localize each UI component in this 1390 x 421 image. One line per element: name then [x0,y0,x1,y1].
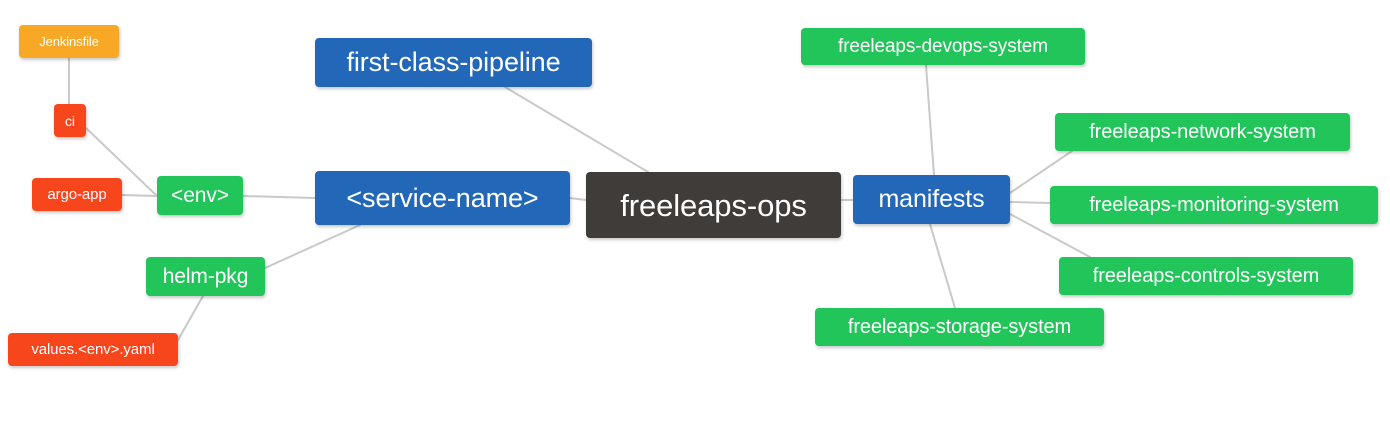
node-label-argo-app: argo-app [47,186,107,203]
node-manifests[interactable]: manifests [853,175,1010,224]
node-service-name[interactable]: <service-name> [315,171,570,225]
node-label-ci: ci [65,112,75,129]
edge-argo-app-to-env [121,194,158,197]
node-ci[interactable]: ci [54,104,86,137]
edge-manifests-to-freeleaps-monitoring-system [1009,201,1051,204]
node-freeleaps-devops-system[interactable]: freeleaps-devops-system [801,28,1085,65]
node-helm-pkg[interactable]: helm-pkg [146,257,265,296]
edge-values-yaml-to-helm-pkg [177,295,204,341]
node-jenkinsfile[interactable]: Jenkinsfile [19,25,119,58]
node-env[interactable]: <env> [157,176,243,215]
edge-manifests-to-freeleaps-storage-system [929,223,956,309]
edge-env-to-service-name [242,195,316,199]
node-label-values-yaml: values.<env>.yaml [31,341,155,358]
node-label-env: <env> [171,184,229,207]
node-label-freeleaps-monitoring-system: freeleaps-monitoring-system [1089,194,1339,216]
node-label-service-name: <service-name> [346,182,539,213]
node-label-freeleaps-network-system: freeleaps-network-system [1089,121,1316,143]
edge-first-class-pipeline-to-freeleaps-ops [504,86,649,173]
node-label-jenkinsfile: Jenkinsfile [39,34,99,49]
node-label-freeleaps-controls-system: freeleaps-controls-system [1092,265,1320,287]
node-freeleaps-network-system[interactable]: freeleaps-network-system [1055,113,1350,151]
node-label-helm-pkg: helm-pkg [162,265,249,288]
edge-helm-pkg-to-service-name [264,224,361,269]
node-argo-app[interactable]: argo-app [32,178,122,211]
edge-service-name-to-freeleaps-ops [569,197,587,201]
node-freeleaps-monitoring-system[interactable]: freeleaps-monitoring-system [1050,186,1378,224]
node-label-freeleaps-ops: freeleaps-ops [620,187,807,223]
node-label-manifests: manifests [878,185,985,213]
node-label-first-class-pipeline: first-class-pipeline [346,47,561,77]
node-freeleaps-ops[interactable]: freeleaps-ops [586,172,841,238]
node-first-class-pipeline[interactable]: first-class-pipeline [315,38,592,87]
edge-manifests-to-freeleaps-devops-system [925,64,935,176]
node-label-freeleaps-devops-system: freeleaps-devops-system [838,36,1048,57]
node-freeleaps-storage-system[interactable]: freeleaps-storage-system [815,308,1104,346]
node-freeleaps-controls-system[interactable]: freeleaps-controls-system [1059,257,1353,295]
node-values-yaml[interactable]: values.<env>.yaml [8,333,178,366]
node-label-freeleaps-storage-system: freeleaps-storage-system [847,316,1072,338]
